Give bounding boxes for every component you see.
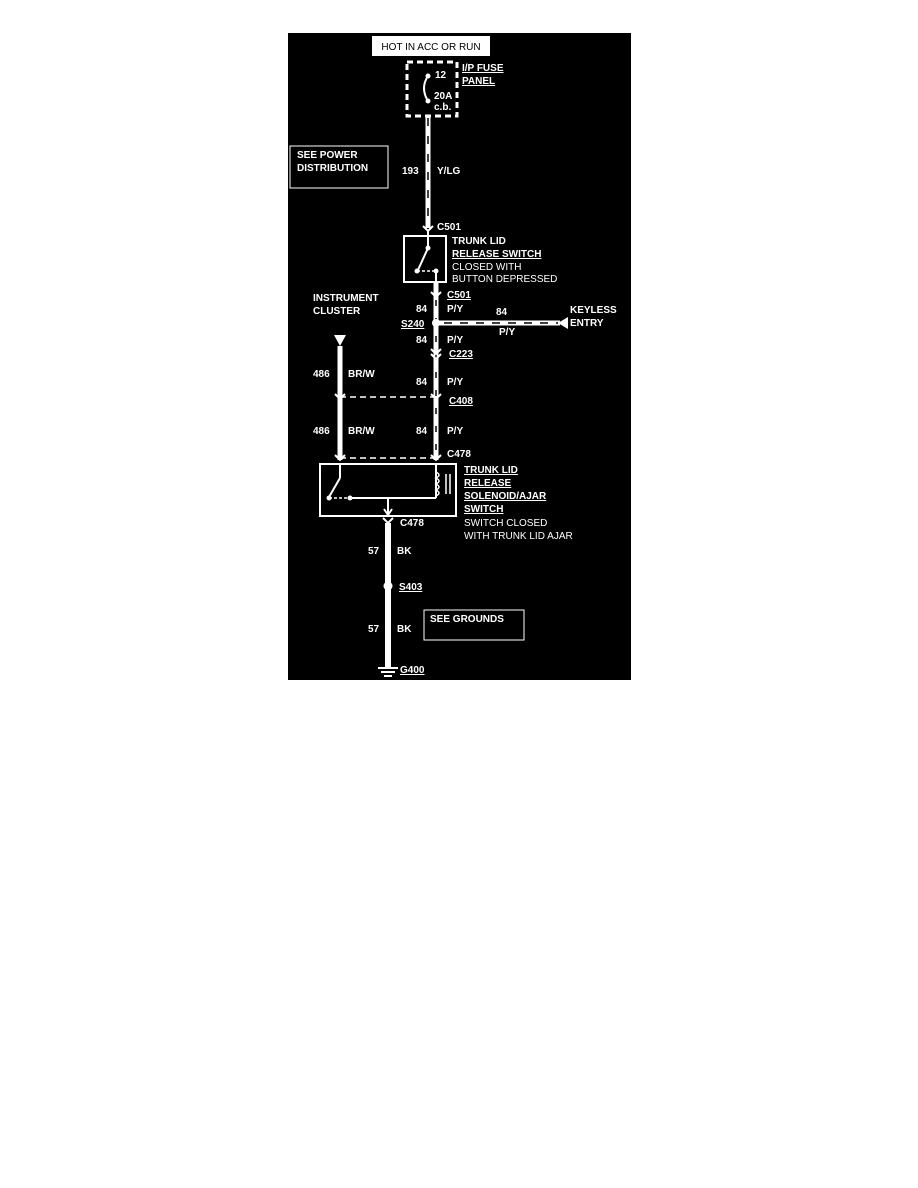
fuse-title-2: PANEL xyxy=(462,76,495,87)
wire-486-b-circuit: 486 xyxy=(313,426,330,437)
fuse-title-1: I/P FUSE xyxy=(462,63,504,74)
fuse-terminal-bottom xyxy=(425,98,431,104)
c478-top-left-connector-icon xyxy=(334,454,346,462)
keyless-wire-circuit: 84 xyxy=(496,307,508,318)
g400-label: G400 xyxy=(400,665,425,676)
keyless-arrow-icon xyxy=(558,317,568,329)
solenoid-line-3: SOLENOID/AJAR xyxy=(464,491,547,502)
c478-top-right-connector-icon xyxy=(430,454,442,462)
instrument-cluster-arrow-icon xyxy=(334,335,346,346)
wire-84-a-circuit: 84 xyxy=(416,304,428,315)
solenoid-out-arrow-icon xyxy=(383,508,393,517)
c408-left-connector-icon xyxy=(334,393,346,401)
c223-connector-icon-2 xyxy=(430,353,442,361)
wire-486-b-color: BR/W xyxy=(348,426,375,437)
keyless-wire-color: P/Y xyxy=(499,327,515,338)
wire-84-b-color: P/Y xyxy=(447,335,463,346)
c408-label: C408 xyxy=(449,396,473,407)
wire-84-d-circuit: 84 xyxy=(416,426,428,437)
keyless-label-1: KEYLESS xyxy=(570,305,617,316)
keyless-label-2: ENTRY xyxy=(570,318,604,329)
solenoid-line-2: RELEASE xyxy=(464,478,512,489)
solenoid-line-6: WITH TRUNK LID AJAR xyxy=(464,531,573,542)
release-switch-line-4: BUTTON DEPRESSED xyxy=(452,274,557,285)
fuse-number: 12 xyxy=(435,70,447,81)
wire-57-b-color: BK xyxy=(397,624,412,635)
power-source-box xyxy=(372,36,490,56)
wire-84-d-color: P/Y xyxy=(447,426,463,437)
diagram-panel xyxy=(288,33,631,680)
wire-57-b-circuit: 57 xyxy=(368,624,380,635)
c501-top-label: C501 xyxy=(437,222,461,233)
release-switch-line-2: RELEASE SWITCH xyxy=(452,249,541,260)
s240-label: S240 xyxy=(401,319,425,330)
wire-57-a-color: BK xyxy=(397,546,412,557)
release-switch-line-3: CLOSED WITH xyxy=(452,262,521,273)
c478-top-label: C478 xyxy=(447,449,471,460)
c501-bottom-label: C501 xyxy=(447,290,471,301)
wire-84-c-circuit: 84 xyxy=(416,377,428,388)
power-source-label: HOT IN ACC OR RUN xyxy=(381,42,480,53)
c408-right-connector-icon xyxy=(430,393,442,401)
solenoid-coil-icon xyxy=(434,471,440,497)
instrument-cluster-line-2: CLUSTER xyxy=(313,306,361,317)
wire-84-a-color: P/Y xyxy=(447,304,463,315)
wire-84-c-color: P/Y xyxy=(447,377,463,388)
grounds-box xyxy=(423,609,525,641)
solenoid-switch-blade xyxy=(328,477,341,498)
s403-splice-icon xyxy=(383,581,393,591)
fuse-rating: 20A xyxy=(434,91,452,102)
wire-193-circuit: 193 xyxy=(402,166,419,177)
wire-57-a-circuit: 57 xyxy=(368,546,380,557)
c478-bottom-label: C478 xyxy=(400,518,424,529)
s403-label: S403 xyxy=(399,582,423,593)
release-switch-blade xyxy=(417,247,429,271)
wire-84-b-circuit: 84 xyxy=(416,335,428,346)
wire-486-a-color: BR/W xyxy=(348,369,375,380)
fuse-box xyxy=(405,60,459,118)
c223-connector-icon xyxy=(430,348,442,356)
solenoid-line-4: SWITCH xyxy=(464,504,503,515)
instrument-cluster-line-1: INSTRUMENT xyxy=(313,293,379,304)
release-switch-box xyxy=(403,235,447,283)
power-distribution-line-1: SEE POWER xyxy=(297,150,358,161)
power-distribution-box xyxy=(289,145,389,189)
release-switch-line-1: TRUNK LID xyxy=(452,236,506,247)
grounds-label: SEE GROUNDS xyxy=(430,614,504,625)
fuse-type: c.b. xyxy=(434,102,451,113)
c223-label: C223 xyxy=(449,349,473,360)
wire-193-color: Y/LG xyxy=(437,166,461,177)
wire-486-a-circuit: 486 xyxy=(313,369,330,380)
solenoid-line-1: TRUNK LID xyxy=(464,465,518,476)
power-distribution-line-2: DISTRIBUTION xyxy=(297,163,368,174)
solenoid-line-5: SWITCH CLOSED xyxy=(464,518,547,529)
